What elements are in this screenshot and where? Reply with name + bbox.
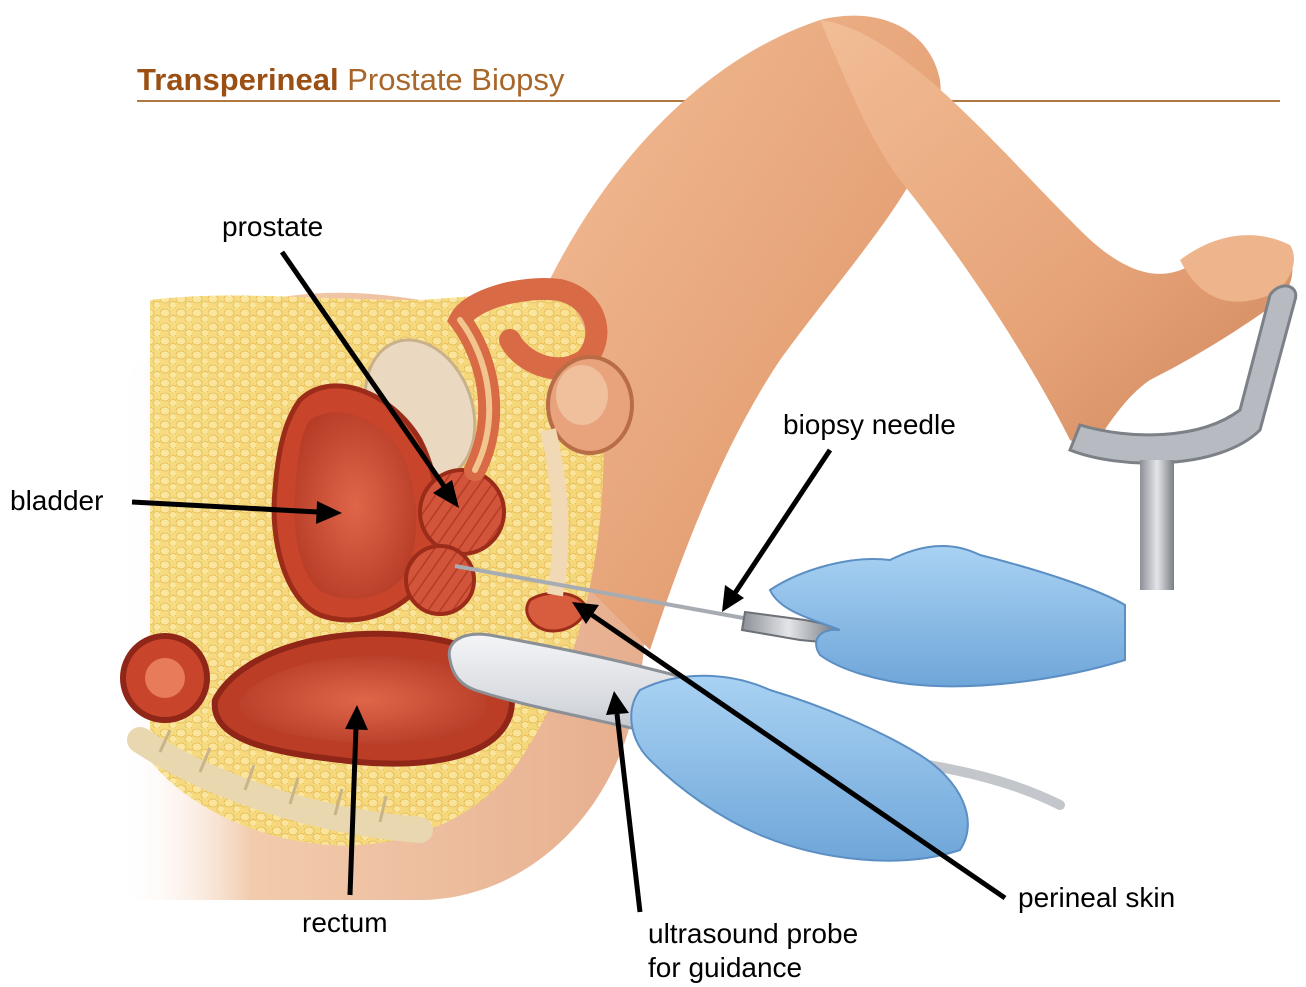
lower-leg <box>820 20 1292 450</box>
title-rest: Prostate Biopsy <box>347 62 564 97</box>
label-ultrasound-line-1: ultrasound probe <box>648 917 858 951</box>
label-ultrasound-line-2: for guidance <box>648 951 858 985</box>
colon-lumen <box>145 658 185 698</box>
glove-lower <box>631 676 968 861</box>
testis-highlight <box>556 365 608 425</box>
glove-upper <box>770 546 1125 686</box>
stirrup-post <box>1140 460 1174 590</box>
prostate-lower <box>406 546 474 614</box>
prostate-shape <box>420 470 504 554</box>
label-biopsy-needle: biopsy needle <box>783 408 956 442</box>
label-ultrasound-probe: ultrasound probe for guidance <box>648 917 858 985</box>
title-emphasis: Transperineal <box>137 62 339 97</box>
label-perineal-skin: perineal skin <box>1018 881 1175 915</box>
arrowhead-biopsy-needle <box>722 585 744 612</box>
label-bladder: bladder <box>10 484 103 518</box>
diagram-title: Transperineal Prostate Biopsy <box>137 62 564 98</box>
label-prostate: prostate <box>222 210 323 244</box>
label-rectum: rectum <box>302 906 388 940</box>
arrow-ultrasound <box>617 714 640 912</box>
